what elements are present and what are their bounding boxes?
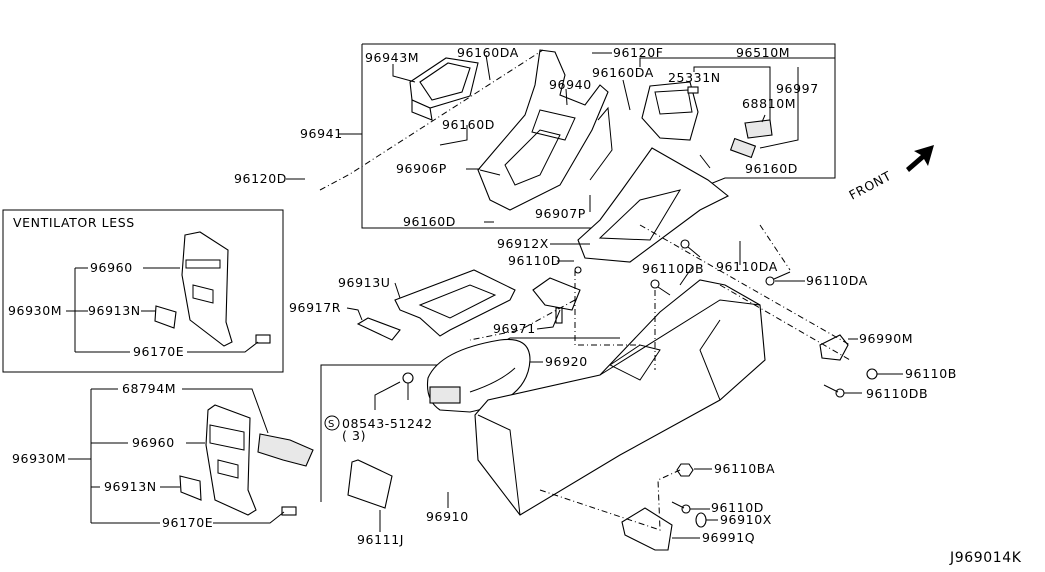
label-96110D-a[interactable]: 96110D (508, 253, 561, 268)
part-96110D-b (681, 504, 691, 514)
label-96110BA[interactable]: 96110BA (714, 461, 775, 476)
label-96160D-a[interactable]: 96160D (442, 117, 495, 132)
label-96111J[interactable]: 96111J (357, 532, 404, 547)
label-96930M[interactable]: 96930M (12, 451, 66, 466)
part-96912X (577, 147, 730, 263)
label-25331N[interactable]: 25331N (668, 70, 721, 85)
diagram-code: J969014K (949, 550, 1022, 566)
label-96920[interactable]: 96920 (545, 354, 588, 369)
label-96110DA-a[interactable]: 96110DA (716, 259, 778, 274)
part-96913N-bottom (179, 475, 202, 501)
part-25331N (687, 86, 699, 94)
label-08543-qty: ( 3) (342, 428, 366, 443)
inset-box-ventilator-less (2, 209, 284, 373)
part-96940-finisher (477, 49, 613, 211)
label-96170E[interactable]: 96170E (162, 515, 213, 530)
group-box-96941 (361, 43, 836, 229)
label-96160D-b[interactable]: 96160D (745, 161, 798, 176)
part-96913N-inset (154, 305, 177, 329)
part-96997 (729, 137, 757, 159)
label-96960[interactable]: 96960 (132, 435, 175, 450)
label-68810M[interactable]: 68810M (742, 96, 796, 111)
label-96120D[interactable]: 96120D (234, 171, 287, 186)
group-box-96510M (639, 57, 835, 67)
standard-part-s-icon (324, 415, 340, 431)
part-96971 (532, 277, 581, 324)
part-96110DA-b (765, 276, 775, 286)
label-96990M[interactable]: 96990M (859, 331, 913, 346)
label-96110DA-b[interactable]: 96110DA (806, 273, 868, 288)
part-68794M (257, 433, 314, 467)
label-08543-51242[interactable]: 08543-51242 (342, 416, 433, 431)
part-96111J (347, 459, 393, 509)
inset-title: VENTILATOR LESS (13, 215, 135, 230)
part-68810M (744, 119, 773, 139)
part-08543-screw (402, 372, 414, 400)
label-inset-96170E[interactable]: 96170E (133, 344, 184, 359)
part-96920 (426, 338, 531, 413)
part-96943M (409, 57, 479, 121)
label-96907P[interactable]: 96907P (535, 206, 586, 221)
label-96510M[interactable]: 96510M (736, 45, 790, 60)
label-96917R[interactable]: 96917R (289, 300, 341, 315)
label-96912X[interactable]: 96912X (497, 236, 549, 251)
part-96110B (866, 368, 878, 380)
part-96510M (641, 81, 699, 141)
label-96906P[interactable]: 96906P (396, 161, 447, 176)
part-96960-inset (181, 231, 233, 347)
label-68794M[interactable]: 68794M (122, 381, 176, 396)
label-96910X[interactable]: 96910X (720, 512, 772, 527)
part-96110DA-a (680, 239, 690, 249)
part-96110DB-a (650, 279, 660, 289)
label-inset-96960[interactable]: 96960 (90, 260, 133, 275)
label-96110DB-a[interactable]: 96110DB (642, 261, 704, 276)
label-96943M[interactable]: 96943M (365, 50, 419, 65)
label-96910[interactable]: 96910 (426, 509, 469, 524)
front-label: FRONT (846, 168, 893, 203)
leader-lines (66, 52, 903, 539)
label-96160D-c[interactable]: 96160D (403, 214, 456, 229)
part-96110BA (676, 463, 694, 477)
part-96170E-inset (255, 334, 271, 344)
standard-part-symbol: S (328, 419, 335, 430)
part-96910X (695, 512, 707, 528)
label-96940[interactable]: 96940 (549, 77, 592, 92)
part-96917R (356, 317, 401, 341)
part-96110D-a (574, 266, 582, 274)
assembly-dash-lines (319, 49, 851, 531)
label-96110D-b[interactable]: 96110D (711, 500, 764, 515)
label-96971[interactable]: 96971 (493, 321, 536, 336)
label-96110B[interactable]: 96110B (905, 366, 957, 381)
label-96991Q[interactable]: 96991Q (702, 530, 755, 545)
label-96120F[interactable]: 96120F (613, 45, 664, 60)
front-arrow-icon (906, 145, 934, 172)
part-96110DB-b (835, 388, 845, 398)
part-96910-console (474, 279, 766, 516)
label-96997[interactable]: 96997 (776, 81, 819, 96)
label-96160DA-b[interactable]: 96160DA (592, 65, 654, 80)
label-inset-96930M[interactable]: 96930M (8, 303, 62, 318)
label-96913N[interactable]: 96913N (104, 479, 157, 494)
label-96913U[interactable]: 96913U (338, 275, 391, 290)
label-96110DB-b[interactable]: 96110DB (866, 386, 928, 401)
part-96960-bottom (205, 404, 257, 516)
part-96990M (819, 334, 849, 361)
label-inset-96913N[interactable]: 96913N (88, 303, 141, 318)
label-96941[interactable]: 96941 (300, 126, 343, 141)
part-96991Q (621, 507, 673, 551)
part-96913U (394, 269, 516, 337)
label-96160DA-a[interactable]: 96160DA (457, 45, 519, 60)
part-96170E-bottom (281, 506, 297, 516)
